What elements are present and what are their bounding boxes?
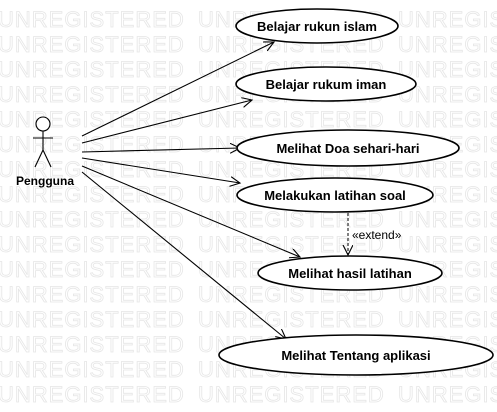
association-uc1 bbox=[81, 42, 274, 137]
association-uc3 bbox=[81, 148, 240, 152]
association-uc6 bbox=[81, 171, 286, 339]
association-uc4 bbox=[81, 157, 240, 183]
watermark-text: UNREGISTERED bbox=[398, 307, 497, 332]
use-case-ellipse bbox=[218, 334, 494, 376]
association-lines bbox=[81, 42, 300, 339]
use-case-uc5[interactable]: Melihat hasil latihan bbox=[257, 255, 443, 291]
use-case-label: Belajar rukun islam bbox=[257, 19, 377, 34]
use-case-uc4[interactable]: Melakukan latihan soal bbox=[236, 177, 434, 213]
watermark-text: UNREGISTERED bbox=[0, 282, 185, 307]
actor-head bbox=[35, 116, 51, 132]
watermark-text: UNREGISTERED bbox=[398, 7, 497, 32]
watermark-text: UNREGISTERED bbox=[398, 32, 497, 57]
actor-right-leg bbox=[42, 149, 52, 168]
watermark-text: UNREGISTERED bbox=[398, 232, 497, 257]
association-uc2 bbox=[81, 100, 252, 144]
actor-pengguna[interactable]: Pengguna bbox=[16, 116, 74, 188]
watermark-text: UNREGISTERED bbox=[0, 382, 185, 407]
actor-label: Pengguna bbox=[16, 174, 74, 188]
watermark-text: UNREGISTERED bbox=[398, 107, 497, 132]
watermark-text: UNREGISTERED bbox=[0, 307, 185, 332]
watermark-text: UNREGISTERED bbox=[198, 307, 385, 332]
use-case-label: Melihat Doa sehari-hari bbox=[276, 141, 419, 156]
use-case-uc3[interactable]: Melihat Doa sehari-hari bbox=[236, 129, 460, 167]
use-case-label: Melihat Tentang aplikasi bbox=[281, 348, 430, 363]
use-case-ellipse bbox=[236, 177, 434, 213]
watermark-text: UNREGISTERED bbox=[0, 57, 185, 82]
watermark-text: UNREGISTERED bbox=[398, 57, 497, 82]
watermark-text: UNREGISTERED bbox=[0, 82, 185, 107]
use-case-label: Melakukan latihan soal bbox=[264, 188, 406, 203]
use-case-uc1[interactable]: Belajar rukun islam bbox=[235, 8, 399, 44]
watermark-text: UNREGISTERED bbox=[0, 357, 185, 382]
use-case-ellipse bbox=[235, 8, 399, 44]
watermark-text: UNREGISTERED bbox=[0, 207, 185, 232]
watermark-text: UNREGISTERED bbox=[0, 132, 185, 157]
use-case-ellipse bbox=[235, 66, 417, 102]
extend-relationships: «extend» bbox=[348, 213, 402, 255]
watermark-text: UNREGISTERED bbox=[0, 332, 185, 357]
watermark-text: UNREGISTERED bbox=[398, 382, 497, 407]
watermark-text: UNREGISTERED bbox=[0, 107, 185, 132]
watermark-text: UNREGISTERED bbox=[198, 107, 385, 132]
use-case-uc6[interactable]: Melihat Tentang aplikasi bbox=[218, 334, 494, 376]
watermark-text: UNREGISTERED bbox=[0, 232, 185, 257]
use-case-ellipse bbox=[236, 129, 460, 167]
association-uc5 bbox=[81, 165, 300, 257]
actor-left-leg bbox=[34, 149, 44, 168]
watermark-text: UNREGISTERED bbox=[0, 7, 185, 32]
watermark-text: UNREGISTERED bbox=[0, 257, 185, 282]
watermark-text: UNREGISTERED bbox=[198, 382, 385, 407]
use-case-label: Melihat hasil latihan bbox=[288, 266, 412, 281]
watermark-text: UNREGISTERED bbox=[398, 207, 497, 232]
watermark-text: UNREGISTERED bbox=[0, 32, 185, 57]
extend-label: «extend» bbox=[352, 228, 402, 242]
use-case-uc2[interactable]: Belajar rukum iman bbox=[235, 66, 417, 102]
watermark-text: UNREGISTERED bbox=[0, 182, 185, 207]
use-case-label: Belajar rukum iman bbox=[266, 77, 387, 92]
use-case-ellipse bbox=[257, 255, 443, 291]
